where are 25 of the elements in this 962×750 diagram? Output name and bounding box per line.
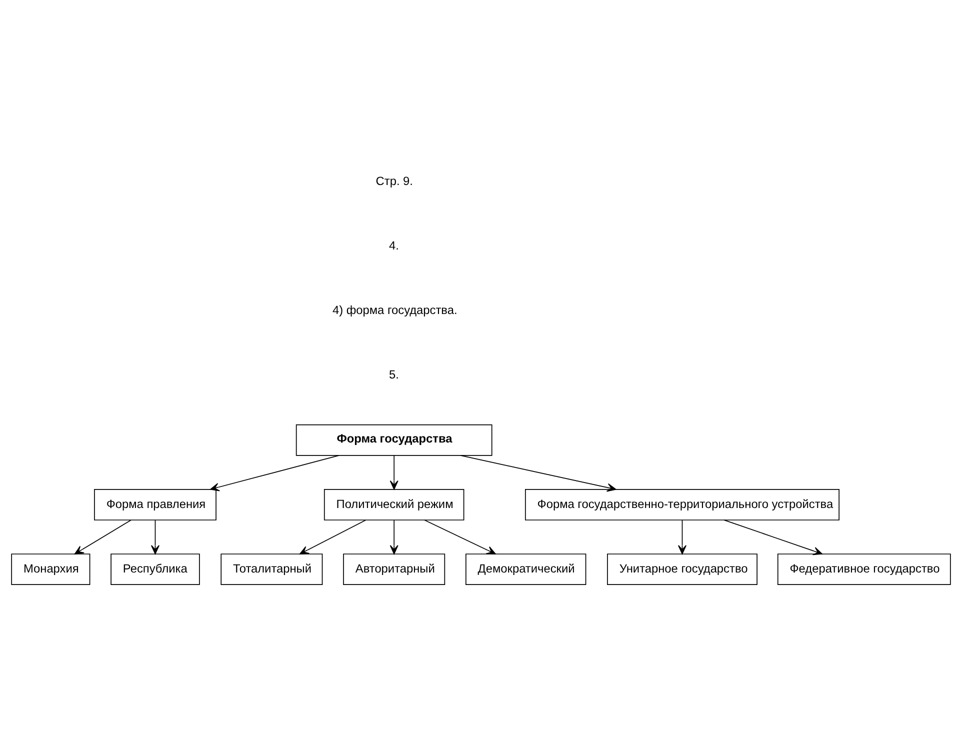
arrow xyxy=(390,519,398,554)
arrow xyxy=(300,519,366,554)
arrow xyxy=(724,519,822,555)
arrow xyxy=(150,519,160,554)
label: 4) форма государства. xyxy=(332,302,458,317)
arrow xyxy=(424,519,496,554)
node-box: Республика xyxy=(110,553,200,585)
arrow xyxy=(678,519,686,554)
node-box: Форма правления xyxy=(94,488,216,520)
arrow xyxy=(460,454,616,492)
node-box: Демократический xyxy=(466,553,586,585)
node-box: Политический режим xyxy=(324,488,464,520)
label: 5. xyxy=(388,367,399,382)
node-box: Форма государственно-территориального устройства xyxy=(524,488,840,520)
node-box: Унитарное государство xyxy=(607,553,758,585)
label: Стр. 9. xyxy=(376,173,413,188)
arrow xyxy=(210,454,340,491)
arrow xyxy=(390,454,398,490)
label: 4. xyxy=(388,238,399,252)
arrow xyxy=(74,519,132,554)
node-box: Форма государства xyxy=(296,424,492,456)
node-box: Монархия xyxy=(11,553,90,585)
node-box: Федеративное государство xyxy=(777,553,951,585)
node-box: Авторитарный xyxy=(343,553,446,585)
node-box: Тоталитарный xyxy=(220,553,323,585)
